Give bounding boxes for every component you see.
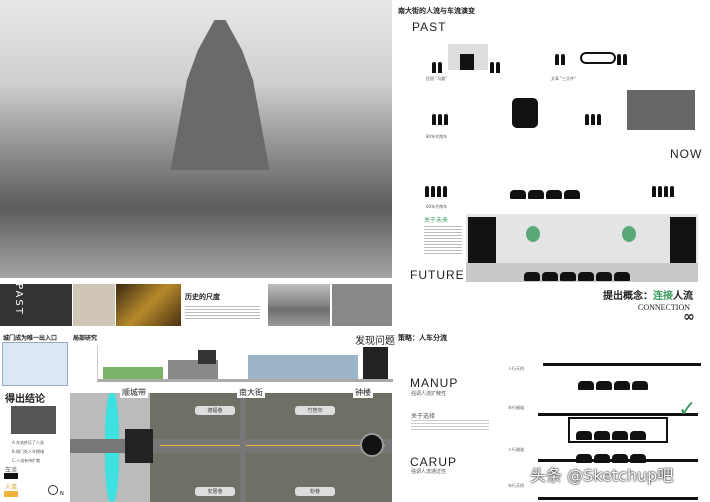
era4-figures: [425, 182, 449, 201]
conclusion-item-a: A.车流挤压了人流: [12, 440, 44, 445]
carup-title: CARUP: [410, 455, 458, 469]
choice-text: [411, 420, 489, 432]
choice-title: 关于选择: [411, 413, 436, 420]
city-wall-map: [2, 342, 68, 386]
conclusion-item-c: C.人流有待扩散: [12, 458, 41, 463]
era2-caption: 文革 "三大件": [551, 76, 576, 81]
concept-title: 提出概念：连接人流: [603, 287, 693, 302]
era4-caption: 00年代南车: [426, 204, 448, 209]
future-about-label: 关于未来: [424, 217, 449, 224]
concept-green: 连接: [653, 291, 673, 302]
concept-prefix: 提出概念：: [603, 291, 653, 302]
legend-people-swatch: [4, 491, 18, 497]
block-label-zhubashi: 竹笆市: [295, 406, 335, 415]
future-text-block: [424, 226, 462, 254]
manup-subtitle: 强调人流扩散性: [411, 391, 447, 397]
local-study-label: 局部研究: [73, 335, 98, 342]
era3-caption: 80年代南车: [426, 134, 448, 139]
gate-entry-label: 城门成为唯一出入口: [3, 335, 58, 342]
era3-figures-right: [585, 110, 603, 129]
block-label-fen: 粉巷: [295, 487, 335, 496]
find-problem-title: 发现问题: [355, 336, 395, 347]
zone-label-shuncheng: 顺城带: [120, 387, 148, 398]
era1-caption: 民国 "马路": [426, 76, 447, 81]
zone-label-nandajie: 南大街: [237, 387, 265, 398]
street-section-elevation: [97, 345, 393, 383]
north-label: N: [60, 491, 64, 497]
future-title: FUTURE: [410, 268, 465, 282]
north-arrow-icon: [48, 485, 58, 495]
level-label-car-bridge: 车行天桥: [508, 483, 524, 488]
check-mark-icon: ✓: [678, 397, 697, 422]
future-section-diagram: [466, 214, 698, 282]
separation-section-diagram: ✓: [538, 345, 706, 500]
carup-subtitle: 强调人流通过性: [411, 469, 447, 475]
level-label-ped-tunnel: 人行隧道: [508, 447, 524, 452]
connection-label: CONNECTION: [638, 303, 690, 312]
era1-figures: [430, 44, 510, 73]
street-plan-map: 德福巷 竹笆市 安居巷 粉巷: [70, 393, 392, 502]
past-vertical-label: PAST: [12, 283, 24, 316]
conclusion-item-b: B.城门处人车拥堵: [12, 449, 45, 454]
level-label-footbridge: 人行天桥: [508, 366, 524, 371]
zone-label-bell-tower: 钟楼: [353, 387, 373, 398]
past-photo-strip: PAST 历史的尺度: [0, 283, 392, 326]
manup-title: MANUP: [410, 376, 459, 390]
infinity-icon: ∞: [683, 309, 695, 325]
past-title: PAST: [412, 20, 447, 34]
bell-tower-silhouette: [170, 20, 270, 170]
conclusion-aerial-photo: [11, 406, 56, 434]
history-scale-title: 历史的尺度: [185, 293, 220, 301]
era2-figures: [555, 50, 629, 69]
legend-car-label: 车流: [5, 467, 18, 474]
era4-cars: [510, 184, 582, 203]
now-title: NOW: [670, 147, 703, 161]
legend-car-swatch: [4, 473, 18, 479]
era3-figures: [432, 110, 450, 129]
legend-people-label: 人流: [5, 484, 18, 491]
concept-suffix: 人流: [673, 291, 693, 302]
era4-figures-right: [652, 182, 676, 201]
conclusion-title: 得出结论: [5, 394, 45, 405]
block-label-defu: 德福巷: [195, 406, 235, 415]
bell-tower-historic-photo: [0, 0, 392, 278]
strategy-title: 策略：人车分流: [398, 334, 447, 342]
bus-icon: [512, 98, 538, 128]
watermark: 头条 @Sketchup吧: [530, 466, 674, 485]
block-label-anju: 安居巷: [195, 487, 235, 496]
era3-photo: [627, 90, 695, 130]
level-label-car-tunnel: 车行隧道: [508, 405, 524, 410]
evolution-title: 南大街的人流与车流演变: [398, 7, 475, 15]
